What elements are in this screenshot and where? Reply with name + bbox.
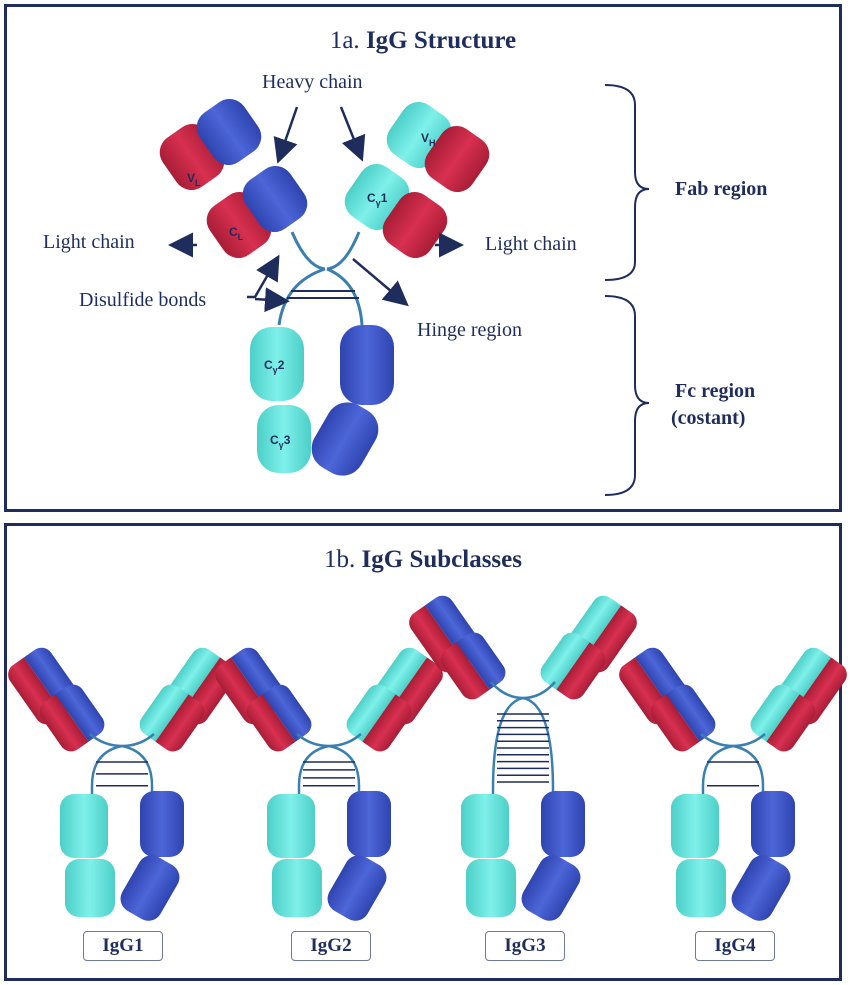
fc-cg3-domain-left <box>257 405 311 473</box>
fc-cg3-left <box>272 859 322 917</box>
subclass-label-igg4: IgG4 <box>695 931 775 961</box>
panel-a-title: 1a. IgG Structure <box>329 27 517 54</box>
fc-region-label: Fc region <box>675 380 756 402</box>
fab-brace <box>604 84 650 281</box>
fc-cg2-domain-right <box>340 325 394 405</box>
hinge-loop-right <box>328 744 361 798</box>
fc-cg3-right <box>327 855 387 921</box>
light-chain-right-label: Light chain <box>485 233 577 255</box>
hinge-region-label: Hinge region <box>417 319 522 341</box>
hinge-loop-left <box>90 744 123 798</box>
vl-label: VL <box>187 171 201 188</box>
cg2-label: Cγ2 <box>264 358 285 375</box>
igg-subclasses-diagram <box>3 590 850 921</box>
fc-cg3-domain-right <box>311 402 379 476</box>
fc-cg3-left <box>466 859 516 917</box>
fc-cg2-domain-left <box>250 327 304 401</box>
disulfide-bonds <box>287 290 359 299</box>
subclass-antibody-3 <box>404 590 642 921</box>
left-fab-inner-domain <box>34 679 110 757</box>
fc-cg3-left <box>676 859 726 917</box>
fc-cg2-right <box>541 791 585 857</box>
hinge-loop-left <box>297 744 330 798</box>
light-chain-left-label: Light chain <box>43 231 135 253</box>
cl-label: CL <box>229 225 244 242</box>
fc-cg3-right <box>120 855 180 921</box>
hinge-loop-right <box>121 744 154 798</box>
fc-cg2-left <box>60 794 108 858</box>
panel-b-title: 1b. IgG Subclasses <box>324 546 522 573</box>
right-cl-domain <box>382 192 448 258</box>
heavy-chain-label: Heavy chain <box>262 71 363 93</box>
fc-brace <box>604 295 650 496</box>
fc-cg2-left <box>671 794 719 858</box>
hinge-region-lines <box>277 231 364 326</box>
disulfide-bonds-label: Disulfide bonds <box>79 289 207 311</box>
panel-igg-structure: 1a. IgG Structure <box>4 4 842 512</box>
fc-region-constant-label: (costant) <box>671 407 746 429</box>
subclass-antibody-2 <box>210 642 448 921</box>
subclass-label-igg3: IgG3 <box>485 931 565 961</box>
fc-cg2-right <box>751 791 795 857</box>
left-fab-inner-domain <box>241 679 317 757</box>
annotation-arrows <box>168 106 464 313</box>
vh-label: VH <box>421 131 436 148</box>
left-vh-domain <box>196 99 262 165</box>
right-fab-inner-domain <box>341 679 417 757</box>
fc-cg2-right <box>347 791 391 857</box>
subclass-antibody-4 <box>614 642 850 921</box>
igg-structure-diagram: VL CL VH Cγ1 Cγ2 Cγ3 <box>159 84 650 496</box>
fc-cg2-left <box>267 794 315 858</box>
subclass-label-igg2: IgG2 <box>291 931 371 961</box>
fc-cg2-left <box>461 794 509 858</box>
left-fab-inner-domain <box>435 627 511 705</box>
fc-cg3-right <box>731 855 791 921</box>
right-vl-domain <box>424 126 490 192</box>
right-fab-inner-domain <box>134 679 210 757</box>
hinge-loop-right <box>732 744 765 798</box>
subclass-antibody-1 <box>3 642 241 921</box>
fc-cg2-right <box>140 791 184 857</box>
fc-cg3-left <box>65 859 115 917</box>
hinge-loop-left <box>701 744 734 798</box>
right-fab-inner-domain <box>745 679 821 757</box>
panel-igg-subclasses: 1b. IgG Subclasses IgG1 IgG2 IgG3 IgG4 <box>3 523 850 981</box>
right-fab-inner-domain <box>535 627 611 705</box>
fab-region-label: Fab region <box>675 178 768 200</box>
cg3-label: Cγ3 <box>270 433 291 450</box>
left-ch1-domain <box>242 166 308 232</box>
subclass-label-igg1: IgG1 <box>83 931 163 961</box>
fc-cg3-right <box>521 855 581 921</box>
left-fab-inner-domain <box>645 679 721 757</box>
cg1-label: Cγ1 <box>367 191 388 208</box>
